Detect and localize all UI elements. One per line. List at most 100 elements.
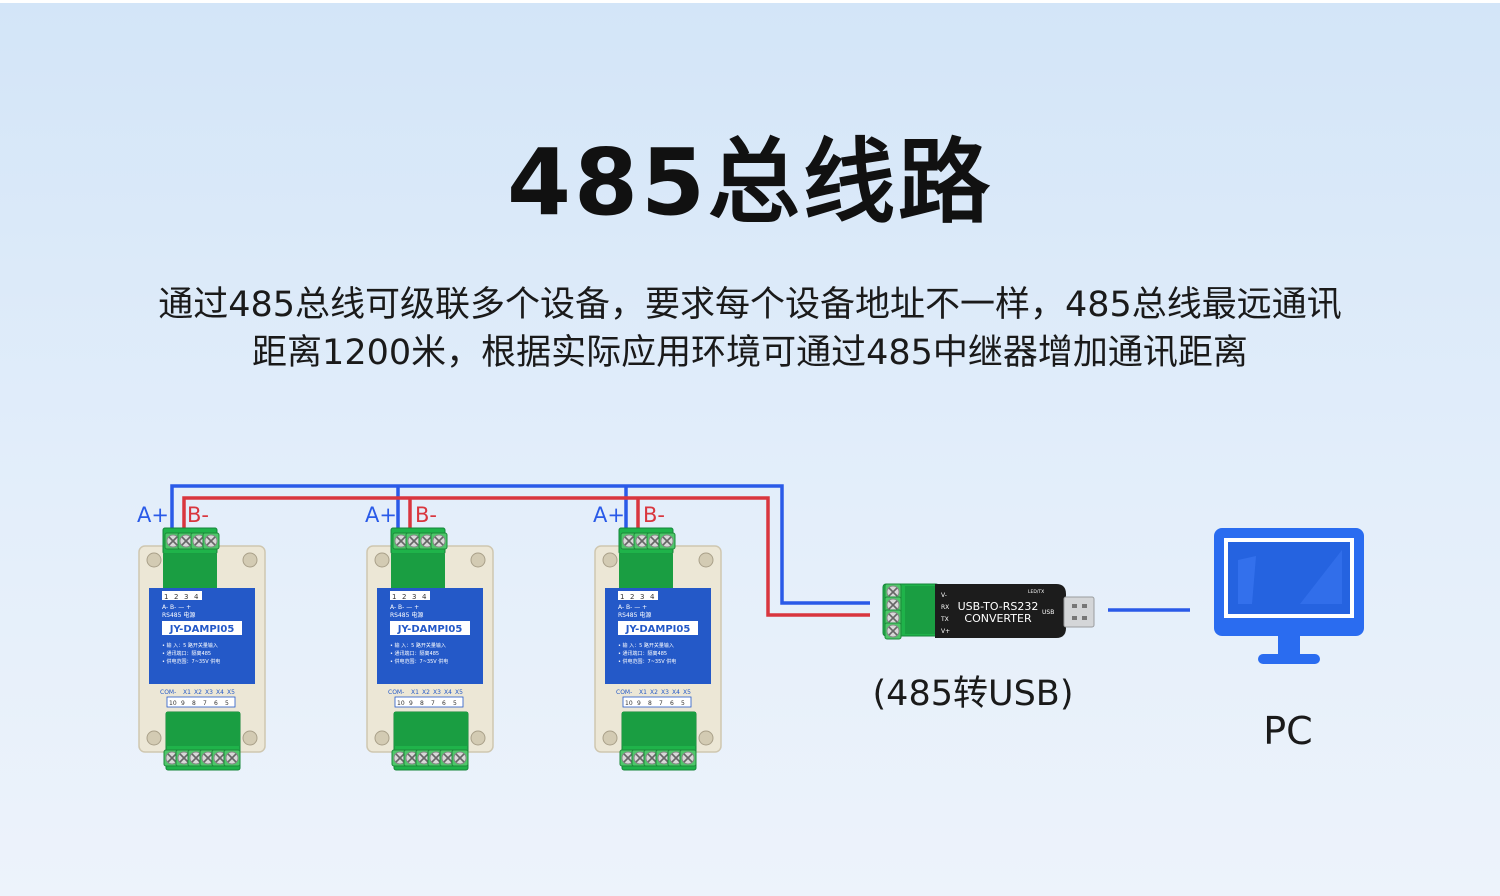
wire-b-bus — [182, 496, 870, 617]
model-label: JY-DAMPI05 — [625, 624, 691, 635]
svg-text:3: 3 — [412, 593, 416, 601]
svg-text:RS485 电源: RS485 电源 — [162, 611, 195, 619]
model-label: JY-DAMPI05 — [169, 624, 235, 635]
svg-text:V-: V- — [941, 592, 947, 599]
bus-wires — [170, 484, 1190, 617]
svg-text:9: 9 — [637, 700, 641, 707]
svg-text:X4: X4 — [672, 689, 680, 696]
converter-caption: (485转USB) — [873, 674, 1074, 714]
svg-text:RX: RX — [941, 604, 949, 611]
svg-text:6: 6 — [442, 700, 446, 707]
converter-body — [935, 584, 1066, 638]
description-line-1: 通过485总线可级联多个设备，要求每个设备地址不一样，485总线最远通讯 — [158, 285, 1342, 325]
svg-text:2: 2 — [630, 593, 634, 601]
top-border — [0, 0, 1500, 3]
svg-text:7: 7 — [659, 700, 663, 707]
b-minus-label: B- — [187, 503, 209, 527]
converter-label-1: USB-TO-RS232 — [958, 600, 1039, 613]
model-plate — [618, 621, 698, 635]
svg-text:2: 2 — [174, 593, 178, 601]
svg-text:X5: X5 — [683, 689, 691, 696]
svg-text:COM-: COM- — [160, 689, 176, 696]
svg-text:TX: TX — [940, 616, 949, 623]
svg-text:3: 3 — [184, 593, 188, 601]
svg-text:8: 8 — [192, 700, 196, 707]
svg-text:• 通讯端口：隔离485: • 通讯端口：隔离485 — [162, 650, 211, 657]
svg-text:A- B- — +: A- B- — + — [390, 604, 419, 611]
svg-text:RS485 电源: RS485 电源 — [390, 611, 423, 619]
wire-a-bus — [170, 484, 870, 605]
a-plus-label: A+ — [593, 503, 625, 527]
svg-text:9: 9 — [181, 700, 185, 707]
svg-text:X4: X4 — [216, 689, 224, 696]
description-line-2: 距离1200米，根据实际应用环境可通过485中继器增加通讯距离 — [252, 333, 1248, 373]
svg-text:X5: X5 — [455, 689, 463, 696]
svg-text:USB: USB — [1042, 609, 1054, 616]
module-face — [605, 588, 711, 684]
svg-text:1: 1 — [392, 593, 396, 601]
svg-text:X1: X1 — [639, 689, 647, 696]
svg-text:5: 5 — [453, 700, 457, 707]
pc-monitor-icon — [1214, 528, 1364, 664]
b-minus-label: B- — [415, 503, 437, 527]
svg-text:8: 8 — [648, 700, 652, 707]
svg-text:7: 7 — [431, 700, 435, 707]
svg-text:• 输 入：5 路开关量输入: • 输 入：5 路开关量输入 — [390, 642, 446, 649]
svg-text:• 供电范围：7~35V 供电: • 供电范围：7~35V 供电 — [390, 658, 448, 665]
svg-text:7: 7 — [203, 700, 207, 707]
svg-text:X2: X2 — [194, 689, 202, 696]
svg-text:• 通讯端口：隔离485: • 通讯端口：隔离485 — [618, 650, 667, 657]
svg-text:2: 2 — [402, 593, 406, 601]
svg-text:X3: X3 — [205, 689, 213, 696]
svg-text:• 供电范围：7~35V 供电: • 供电范围：7~35V 供电 — [162, 658, 220, 665]
converter-label-2: CONVERTER — [964, 612, 1032, 625]
svg-text:10: 10 — [169, 700, 177, 707]
svg-text:8: 8 — [420, 700, 424, 707]
svg-text:6: 6 — [670, 700, 674, 707]
svg-text:X1: X1 — [411, 689, 419, 696]
svg-text:X3: X3 — [433, 689, 441, 696]
model-plate — [162, 621, 242, 635]
svg-text:X1: X1 — [183, 689, 191, 696]
svg-text:X2: X2 — [422, 689, 430, 696]
svg-text:COM-: COM- — [388, 689, 404, 696]
module-3: A+ B- 1 2 3 4 A- B- — + RS485 电源 JY-DAMP… — [593, 503, 722, 771]
monitor-stand — [1258, 654, 1320, 664]
svg-text:3: 3 — [640, 593, 644, 601]
pc-label: PC — [1263, 709, 1312, 753]
svg-text:6: 6 — [214, 700, 218, 707]
svg-text:1: 1 — [620, 593, 624, 601]
svg-text:RS485 电源: RS485 电源 — [618, 611, 651, 619]
svg-text:X3: X3 — [661, 689, 669, 696]
module-1: A+ B- 1 2 3 4 A- B- — + RS485 电源 JY-DAMP… — [137, 503, 266, 771]
page-title: 485总线路 — [506, 129, 994, 236]
svg-text:LED/TX: LED/TX — [1028, 589, 1044, 595]
usb-converter: V- RX TX V+ LED/TX USB-TO-RS232 CONVERTE… — [882, 583, 1095, 640]
svg-text:4: 4 — [422, 593, 427, 601]
svg-text:• 输 入：5 路开关量输入: • 输 入：5 路开关量输入 — [162, 642, 218, 649]
svg-text:• 通讯端口：隔离485: • 通讯端口：隔离485 — [390, 650, 439, 657]
module-2: A+ B- 1 2 3 4 A- B- — + RS485 电源 JY-DAMP… — [365, 503, 494, 771]
svg-text:• 供电范围：7~35V 供电: • 供电范围：7~35V 供电 — [618, 658, 676, 665]
module-face — [149, 588, 255, 684]
svg-text:A- B- — +: A- B- — + — [618, 604, 647, 611]
b-minus-label: B- — [643, 503, 665, 527]
usb-plug — [1063, 596, 1095, 628]
svg-text:5: 5 — [681, 700, 685, 707]
a-plus-label: A+ — [365, 503, 397, 527]
a-plus-label: A+ — [137, 503, 169, 527]
svg-text:V+: V+ — [941, 628, 950, 635]
svg-text:4: 4 — [650, 593, 655, 601]
model-label: JY-DAMPI05 — [397, 624, 463, 635]
svg-text:• 输 入：5 路开关量输入: • 输 入：5 路开关量输入 — [618, 642, 674, 649]
svg-text:1: 1 — [164, 593, 168, 601]
model-plate — [390, 621, 470, 635]
svg-text:COM-: COM- — [616, 689, 632, 696]
svg-text:X4: X4 — [444, 689, 452, 696]
svg-text:X2: X2 — [650, 689, 658, 696]
module-face — [377, 588, 483, 684]
svg-text:A- B- — +: A- B- — + — [162, 604, 191, 611]
svg-text:10: 10 — [397, 700, 405, 707]
svg-text:4: 4 — [194, 593, 199, 601]
